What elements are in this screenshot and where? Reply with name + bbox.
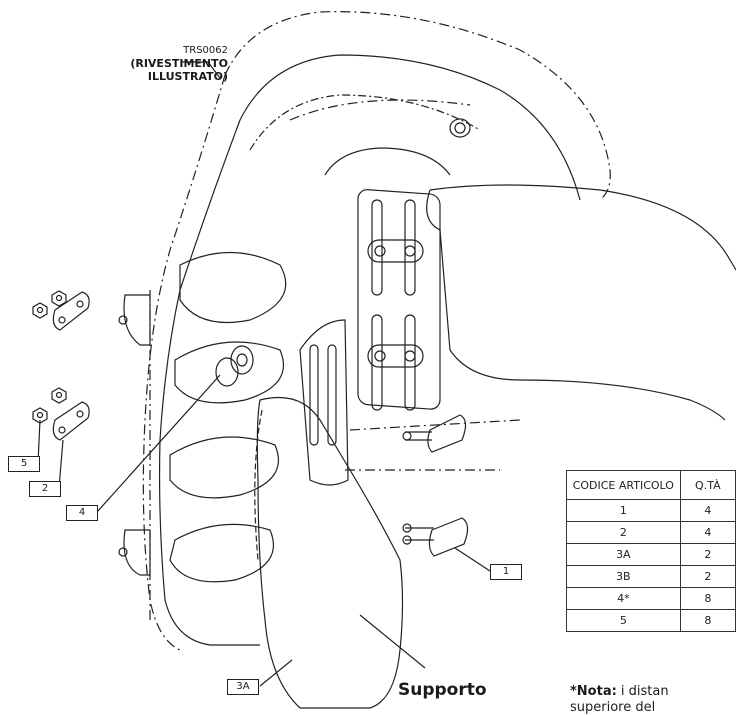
- quantity-cell: 2: [679, 565, 736, 588]
- part-code-cell: 4*: [566, 587, 681, 610]
- nut-part-5-lower: [32, 387, 67, 424]
- quantity-cell: 4: [679, 499, 736, 522]
- header-quantity: Q.TÀ: [679, 470, 736, 500]
- table-row: 1 4: [566, 499, 736, 522]
- parts-table-header: CODICE ARTICOLO Q.TÀ: [566, 470, 736, 500]
- part-code-cell: 3A: [566, 543, 681, 566]
- quantity-cell: 8: [679, 587, 736, 610]
- upholstery-left-edge: [142, 74, 226, 651]
- hardware-part-1-upper: [402, 414, 467, 453]
- header-part-code: CODICE ARTICOLO: [566, 470, 681, 500]
- table-row: 3B 2: [566, 565, 736, 588]
- note-line2: superiore del: [570, 700, 656, 715]
- quantity-cell: 8: [679, 609, 736, 632]
- upholstery-label-line1: (RIVESTIMENTO: [130, 57, 228, 70]
- table-row: 4* 8: [566, 587, 736, 610]
- lower-bracket: [299, 319, 349, 486]
- upholstery-label: TRS0062 (RIVESTIMENTO ILLUSTRATO): [50, 44, 228, 83]
- table-row: 2 4: [566, 521, 736, 544]
- hardware-part-1-lower: [402, 517, 469, 557]
- clamp-bar-lower: [367, 344, 424, 368]
- washer-part-4: [215, 345, 254, 387]
- part-code-cell: 2: [566, 521, 681, 544]
- parts-table: CODICE ARTICOLO Q.TÀ 1 4 2 4 3A 2 3B 2 4…: [566, 470, 736, 632]
- callout-3a: 3A: [227, 679, 259, 695]
- callout-5: 5: [8, 456, 40, 472]
- table-row: 3A 2: [566, 543, 736, 566]
- upholstery-code: TRS0062: [183, 45, 228, 56]
- supporto-label: Supporto: [398, 680, 487, 700]
- shell-inner-edge: [249, 94, 481, 151]
- upholstery-label-line2: ILLUSTRATO): [147, 70, 228, 83]
- mounting-plate: [357, 189, 441, 410]
- back-shell: [158, 54, 581, 646]
- callout-1: 1: [490, 564, 522, 580]
- callout-2: 2: [29, 481, 61, 497]
- note-text: *Nota: i distan: [570, 684, 669, 699]
- upholstery-outline: [224, 11, 611, 201]
- clamp-bar-upper: [367, 239, 424, 263]
- part-code-cell: 1: [566, 499, 681, 522]
- table-row: 5 8: [566, 609, 736, 632]
- upper-lateral-pad: [426, 184, 736, 421]
- lower-lateral-pad-3a: [256, 396, 404, 709]
- part-code-cell: 5: [566, 609, 681, 632]
- note-body: i distan: [616, 684, 669, 699]
- nut-part-5-upper: [32, 290, 67, 319]
- callout-4: 4: [66, 505, 98, 521]
- part-code-cell: 3B: [566, 565, 681, 588]
- plate-part-2-lower: [52, 401, 90, 441]
- plate-part-2-upper: [52, 291, 90, 331]
- quantity-cell: 4: [679, 521, 736, 544]
- quantity-cell: 2: [679, 543, 736, 566]
- note-label: *Nota:: [570, 684, 617, 699]
